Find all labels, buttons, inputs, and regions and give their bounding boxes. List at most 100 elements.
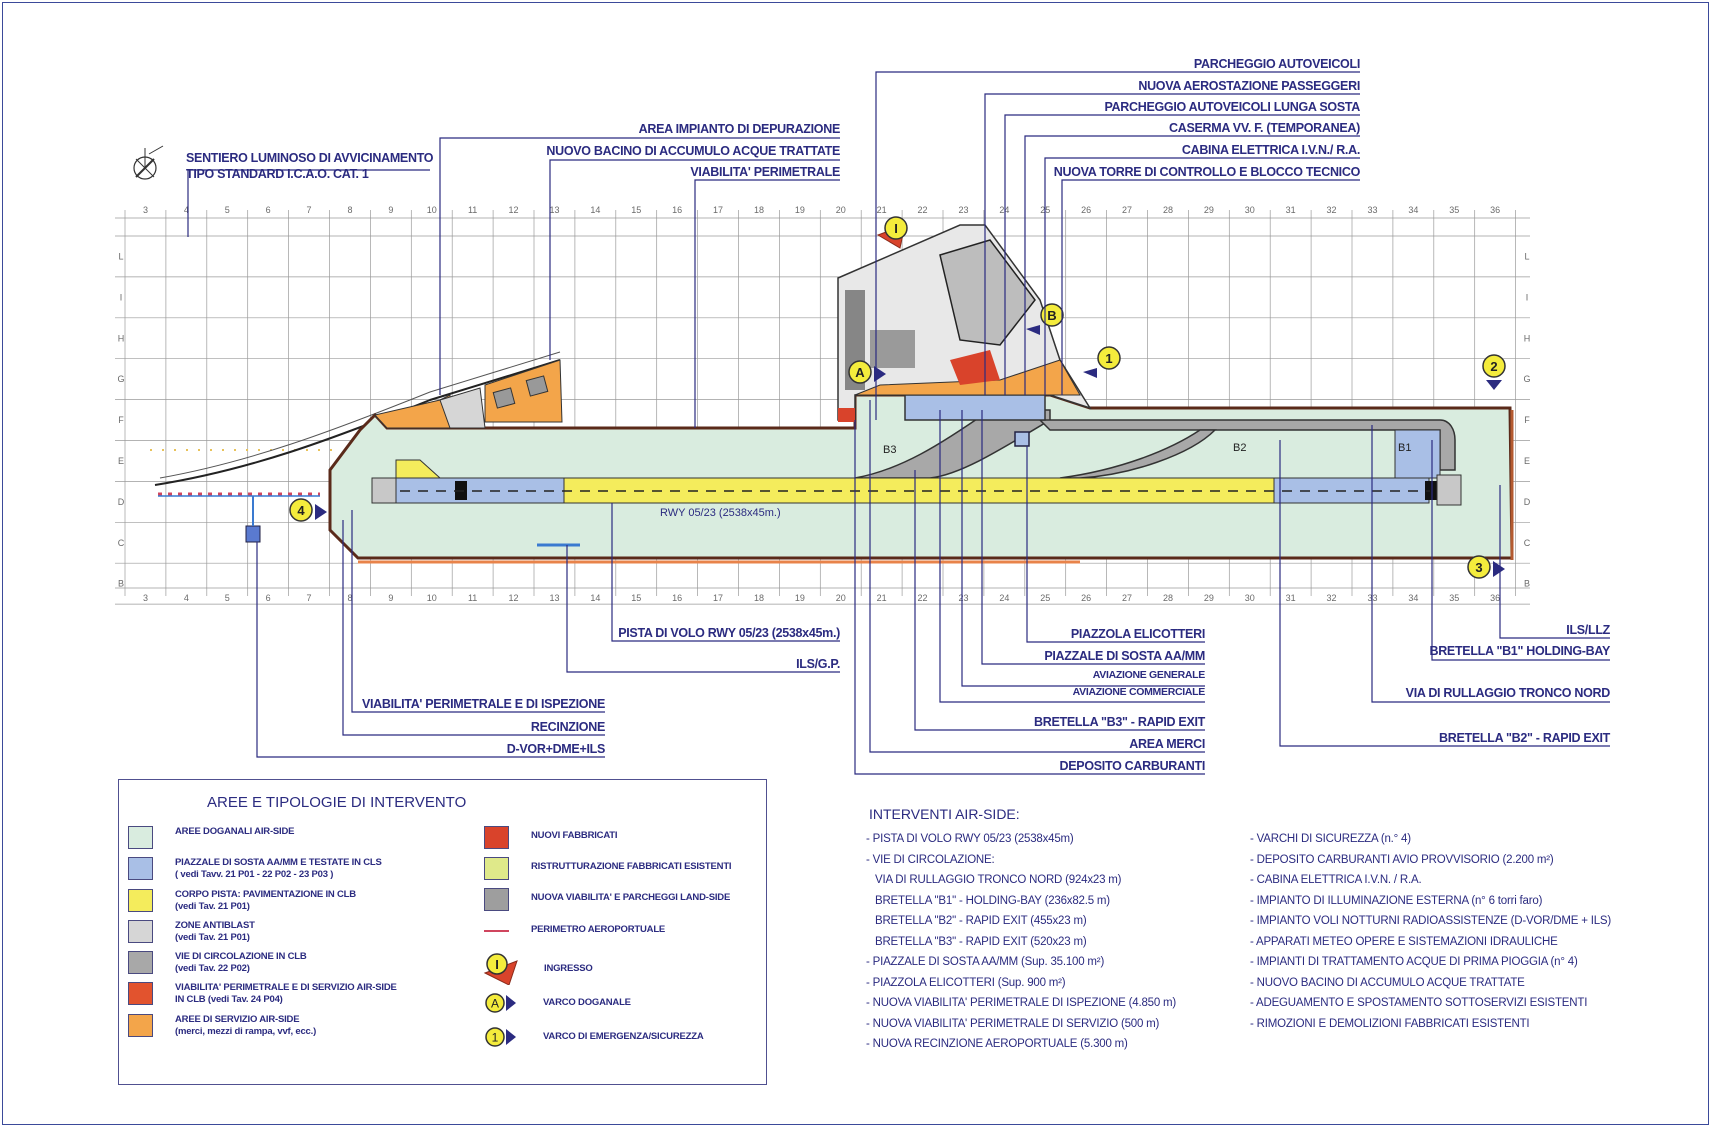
intervention-item: VIA DI RULLAGGIO TRONCO NORD (924x23 m) [866, 874, 1122, 886]
grid-row-label: E [1524, 456, 1530, 466]
legend-swatch [484, 888, 509, 911]
grid-column-label: 3 [143, 205, 148, 215]
legend-swatch [484, 826, 509, 849]
grid-column-label: 32 [1327, 593, 1337, 603]
callout-ils-llz: ILS/LLZ [1566, 623, 1610, 637]
grid-row-label: E [118, 456, 124, 466]
intervention-item: - RIMOZIONI E DEMOLIZIONI FABBRICATI ESI… [1250, 1017, 1530, 1030]
grid-column-label: 31 [1286, 205, 1296, 215]
grid-row-label: L [1524, 251, 1529, 261]
grid-column-label: 30 [1245, 593, 1255, 603]
perimeter-line-icon [484, 930, 509, 932]
callout-leaders [187, 71, 1610, 775]
legend-swatch [128, 951, 153, 974]
grid-column-label: 17 [713, 205, 723, 215]
legend-item-landside: NUOVA VIABILITA' E PARCHEGGI LAND-SIDE [484, 888, 730, 911]
svg-text:1: 1 [492, 1031, 499, 1045]
legend-swatch [128, 1014, 153, 1037]
legend-item-emergency-gate: 1 VARCO DI EMERGENZA/SICUREZZA [484, 1024, 704, 1050]
legend-item-taxiways: VIE DI CIRCOLAZIONE IN CLB(vedi Tav. 22 … [128, 951, 307, 975]
legend-item-entrance: I INGRESSO [479, 951, 593, 985]
legend-item-renovation: RISTRUTTURAZIONE FABBRICATI ESISTENTI [484, 857, 732, 880]
svg-text:3: 3 [1475, 560, 1482, 575]
svg-text:2: 2 [1490, 359, 1497, 374]
svg-text:I: I [894, 221, 898, 236]
legend-sublabel: (vedi Tav. 22 P02) [175, 963, 250, 974]
grid-column-label: 36 [1490, 205, 1500, 215]
grid-column-label: 8 [347, 593, 352, 603]
svg-text:I: I [495, 957, 499, 972]
grid-row-label: F [1524, 415, 1530, 425]
callout-commercial-aviation: AVIAZIONE COMMERCIALE [1072, 686, 1206, 698]
grid-column-label: 18 [754, 205, 764, 215]
runway-label: RWY 05/23 (2538x45m.) [660, 507, 781, 519]
callout-b2: BRETELLA "B2" - RAPID EXIT [1439, 731, 1610, 745]
grid-column-label: 28 [1163, 593, 1173, 603]
grid-column-label: 26 [1081, 205, 1091, 215]
callout-depuration: AREA IMPIANTO DI DEPURAZIONE [638, 122, 841, 136]
legend-sublabel: (vedi Tav. 21 P01) [175, 901, 250, 912]
customs-gate-icon: A [485, 993, 516, 1013]
grid-column-label: 8 [347, 205, 352, 215]
legend-item-antiblast: ZONE ANTIBLAST(vedi Tav. 21 P01) [128, 920, 255, 944]
legend-label: NUOVA VIABILITA' E PARCHEGGI LAND-SIDE [531, 892, 731, 903]
grid-column-label: 9 [388, 205, 393, 215]
grid-row-label: I [120, 292, 123, 302]
legend-label: NUOVI FABBRICATI [531, 830, 618, 841]
grid-column-label: 7 [307, 205, 312, 215]
grid-column-label: 20 [836, 593, 846, 603]
grid-column-label: 33 [1367, 205, 1377, 215]
grid-column-label: 20 [836, 205, 846, 215]
grid-column-label: 24 [999, 593, 1009, 603]
intervention-item: - ADEGUAMENTO E SPOSTAMENTO SOTTOSERVIZI… [1250, 997, 1588, 1009]
grid-column-label: 7 [307, 593, 312, 603]
intervention-item: - VIE DI CIRCOLAZIONE: [866, 853, 995, 866]
legend-title: AREE E TIPOLOGIE DI INTERVENTO [207, 794, 467, 811]
north-arrow-icon [133, 145, 164, 180]
emergency-gate-icon: 1 [485, 1027, 516, 1047]
grid-column-label: 10 [427, 205, 437, 215]
legend-label: VIABILITA' PERIMETRALE E DI SERVIZIO AIR… [175, 982, 397, 993]
west-service-areas [374, 359, 563, 429]
intervention-item: - VARCHI DI SICUREZZA (n.° 4) [1250, 833, 1411, 845]
legend-label: ZONE ANTIBLAST [175, 920, 255, 931]
callout-electric-cabin: CABINA ELETTRICA I.V.N./ R.A. [1181, 143, 1360, 157]
grid-column-label: 14 [590, 205, 600, 215]
intervention-item: BRETELLA "B3" - RAPID EXIT (520x23 m) [866, 935, 1087, 948]
legend-label: CORPO PISTA: PAVIMENTAZIONE IN CLB [175, 889, 356, 900]
legend-label: PERIMETRO AEROPORTUALE [531, 924, 666, 935]
callout-fuel-depot: DEPOSITO CARBURANTI [1059, 759, 1206, 773]
legend-label: VIE DI CIRCOLAZIONE IN CLB [175, 951, 307, 962]
callout-fire-station: CASERMA VV. F. (TEMPORANEA) [1169, 121, 1360, 135]
svg-text:B: B [1047, 308, 1056, 323]
grid-row-label: D [1524, 497, 1531, 507]
intervention-item: - NUOVA RECINZIONE AEROPORTUALE (5.300 m… [866, 1038, 1128, 1050]
intervention-item: BRETELLA "B2" - RAPID EXIT (455x23 m) [866, 915, 1087, 927]
emergency-gate-2-marker: 2 [1482, 354, 1506, 390]
grid-column-label: 21 [877, 205, 887, 215]
grid-row-label: H [118, 333, 125, 343]
grid-column-label: 22 [918, 593, 928, 603]
callout-dvor: D-VOR+DME+ILS [506, 742, 606, 756]
taxiway-b2-label: B2 [1233, 442, 1246, 454]
grid-column-label: 35 [1449, 205, 1459, 215]
grid-column-label: 15 [631, 205, 641, 215]
legend-sublabel: IN CLB (vedi Tav. 24 P04) [175, 994, 283, 1005]
emergency-gate-1-marker: 1 [1083, 346, 1121, 378]
intervention-item: - NUOVA VIABILITA' PERIMETRALE DI SERVIZ… [866, 1017, 1160, 1030]
grid-column-label: 13 [549, 593, 559, 603]
grid-row-label: B [1524, 579, 1530, 589]
grid-column-label: 5 [225, 593, 230, 603]
entrance-icon: I [483, 953, 518, 985]
grid-column-label: 35 [1449, 593, 1459, 603]
callout-approach-lights: SENTIERO LUMINOSO DI AVVICINAMENTO TIPO … [186, 150, 434, 182]
callout-passenger-terminal: NUOVA AEROSTAZIONE PASSEGGERI [1138, 79, 1360, 93]
callout-b3: BRETELLA "B3" - RAPID EXIT [1034, 715, 1205, 729]
entrance-marker: I [876, 216, 908, 249]
grid-column-label: 19 [795, 205, 805, 215]
svg-text:4: 4 [297, 503, 305, 518]
intervention-item: - NUOVO BACINO DI ACCUMULO ACQUE TRATTAT… [1250, 976, 1525, 989]
intervention-item: - NUOVA VIABILITA' PERIMETRALE DI ISPEZI… [866, 997, 1177, 1009]
grid-column-label: 6 [266, 205, 271, 215]
